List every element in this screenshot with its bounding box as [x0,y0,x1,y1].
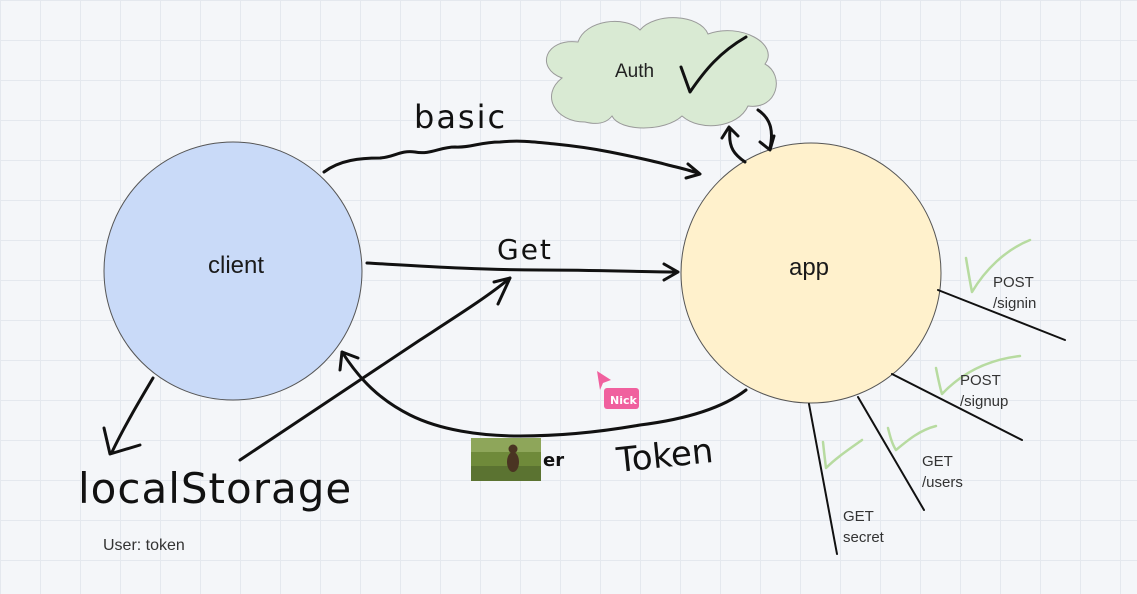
storage-to-get-arrow [238,276,512,462]
app-label: app [789,254,829,281]
er-handwritten-label: er [543,450,564,471]
svg-text:/users: /users [922,474,963,491]
client-label: client [208,252,264,279]
cursor-name-tag [604,388,639,409]
auth-cloud[interactable]: Auth [545,17,777,129]
svg-text:GET: GET [922,453,953,470]
get-handwritten-label: Get [497,233,553,266]
auth-checkmark-icon [679,35,748,94]
signin-checkmark-icon [964,238,1032,294]
app-to-auth-arrow [720,125,747,164]
route-line-users [857,396,925,511]
route-label-users: GET /users [922,453,963,491]
auth-to-app-arrow [756,108,776,152]
basic-handwritten-label: basic [414,98,507,136]
cursor-name-label: Nick [610,394,637,407]
signup-checkmark-icon [934,354,1022,396]
route-line-signin [937,289,1066,341]
cursor-arrow-icon [597,371,611,390]
route-label-signup: POST /signup [960,372,1008,410]
users-checkmark-icon [886,424,938,452]
bear-photo[interactable] [471,438,541,481]
svg-text:POST: POST [993,274,1034,291]
svg-text:secret: secret [843,529,885,546]
svg-text:GET: GET [843,508,874,525]
route-label-secret: GET secret [843,508,885,546]
basic-arrow [322,139,702,180]
route-line-signup [891,373,1023,441]
svg-text:/signup: /signup [960,393,1008,410]
route-line-secret [808,403,838,555]
auth-label: Auth [615,61,654,82]
svg-text:POST: POST [960,372,1001,389]
user-token-note: User: token [103,537,185,554]
get-arrow [365,261,680,282]
client-to-storage-arrow [102,376,155,456]
app-node[interactable]: app [680,142,942,404]
localstorage-handwritten-label: localStorage [78,464,352,513]
client-node[interactable]: client [103,141,363,401]
secret-checkmark-icon [821,438,864,470]
collaborator-cursor: Nick [597,371,639,409]
svg-text:/signin: /signin [993,295,1036,312]
route-label-signin: POST /signin [993,274,1036,312]
token-handwritten-label: Token [614,431,715,481]
token-arrow [338,350,748,438]
